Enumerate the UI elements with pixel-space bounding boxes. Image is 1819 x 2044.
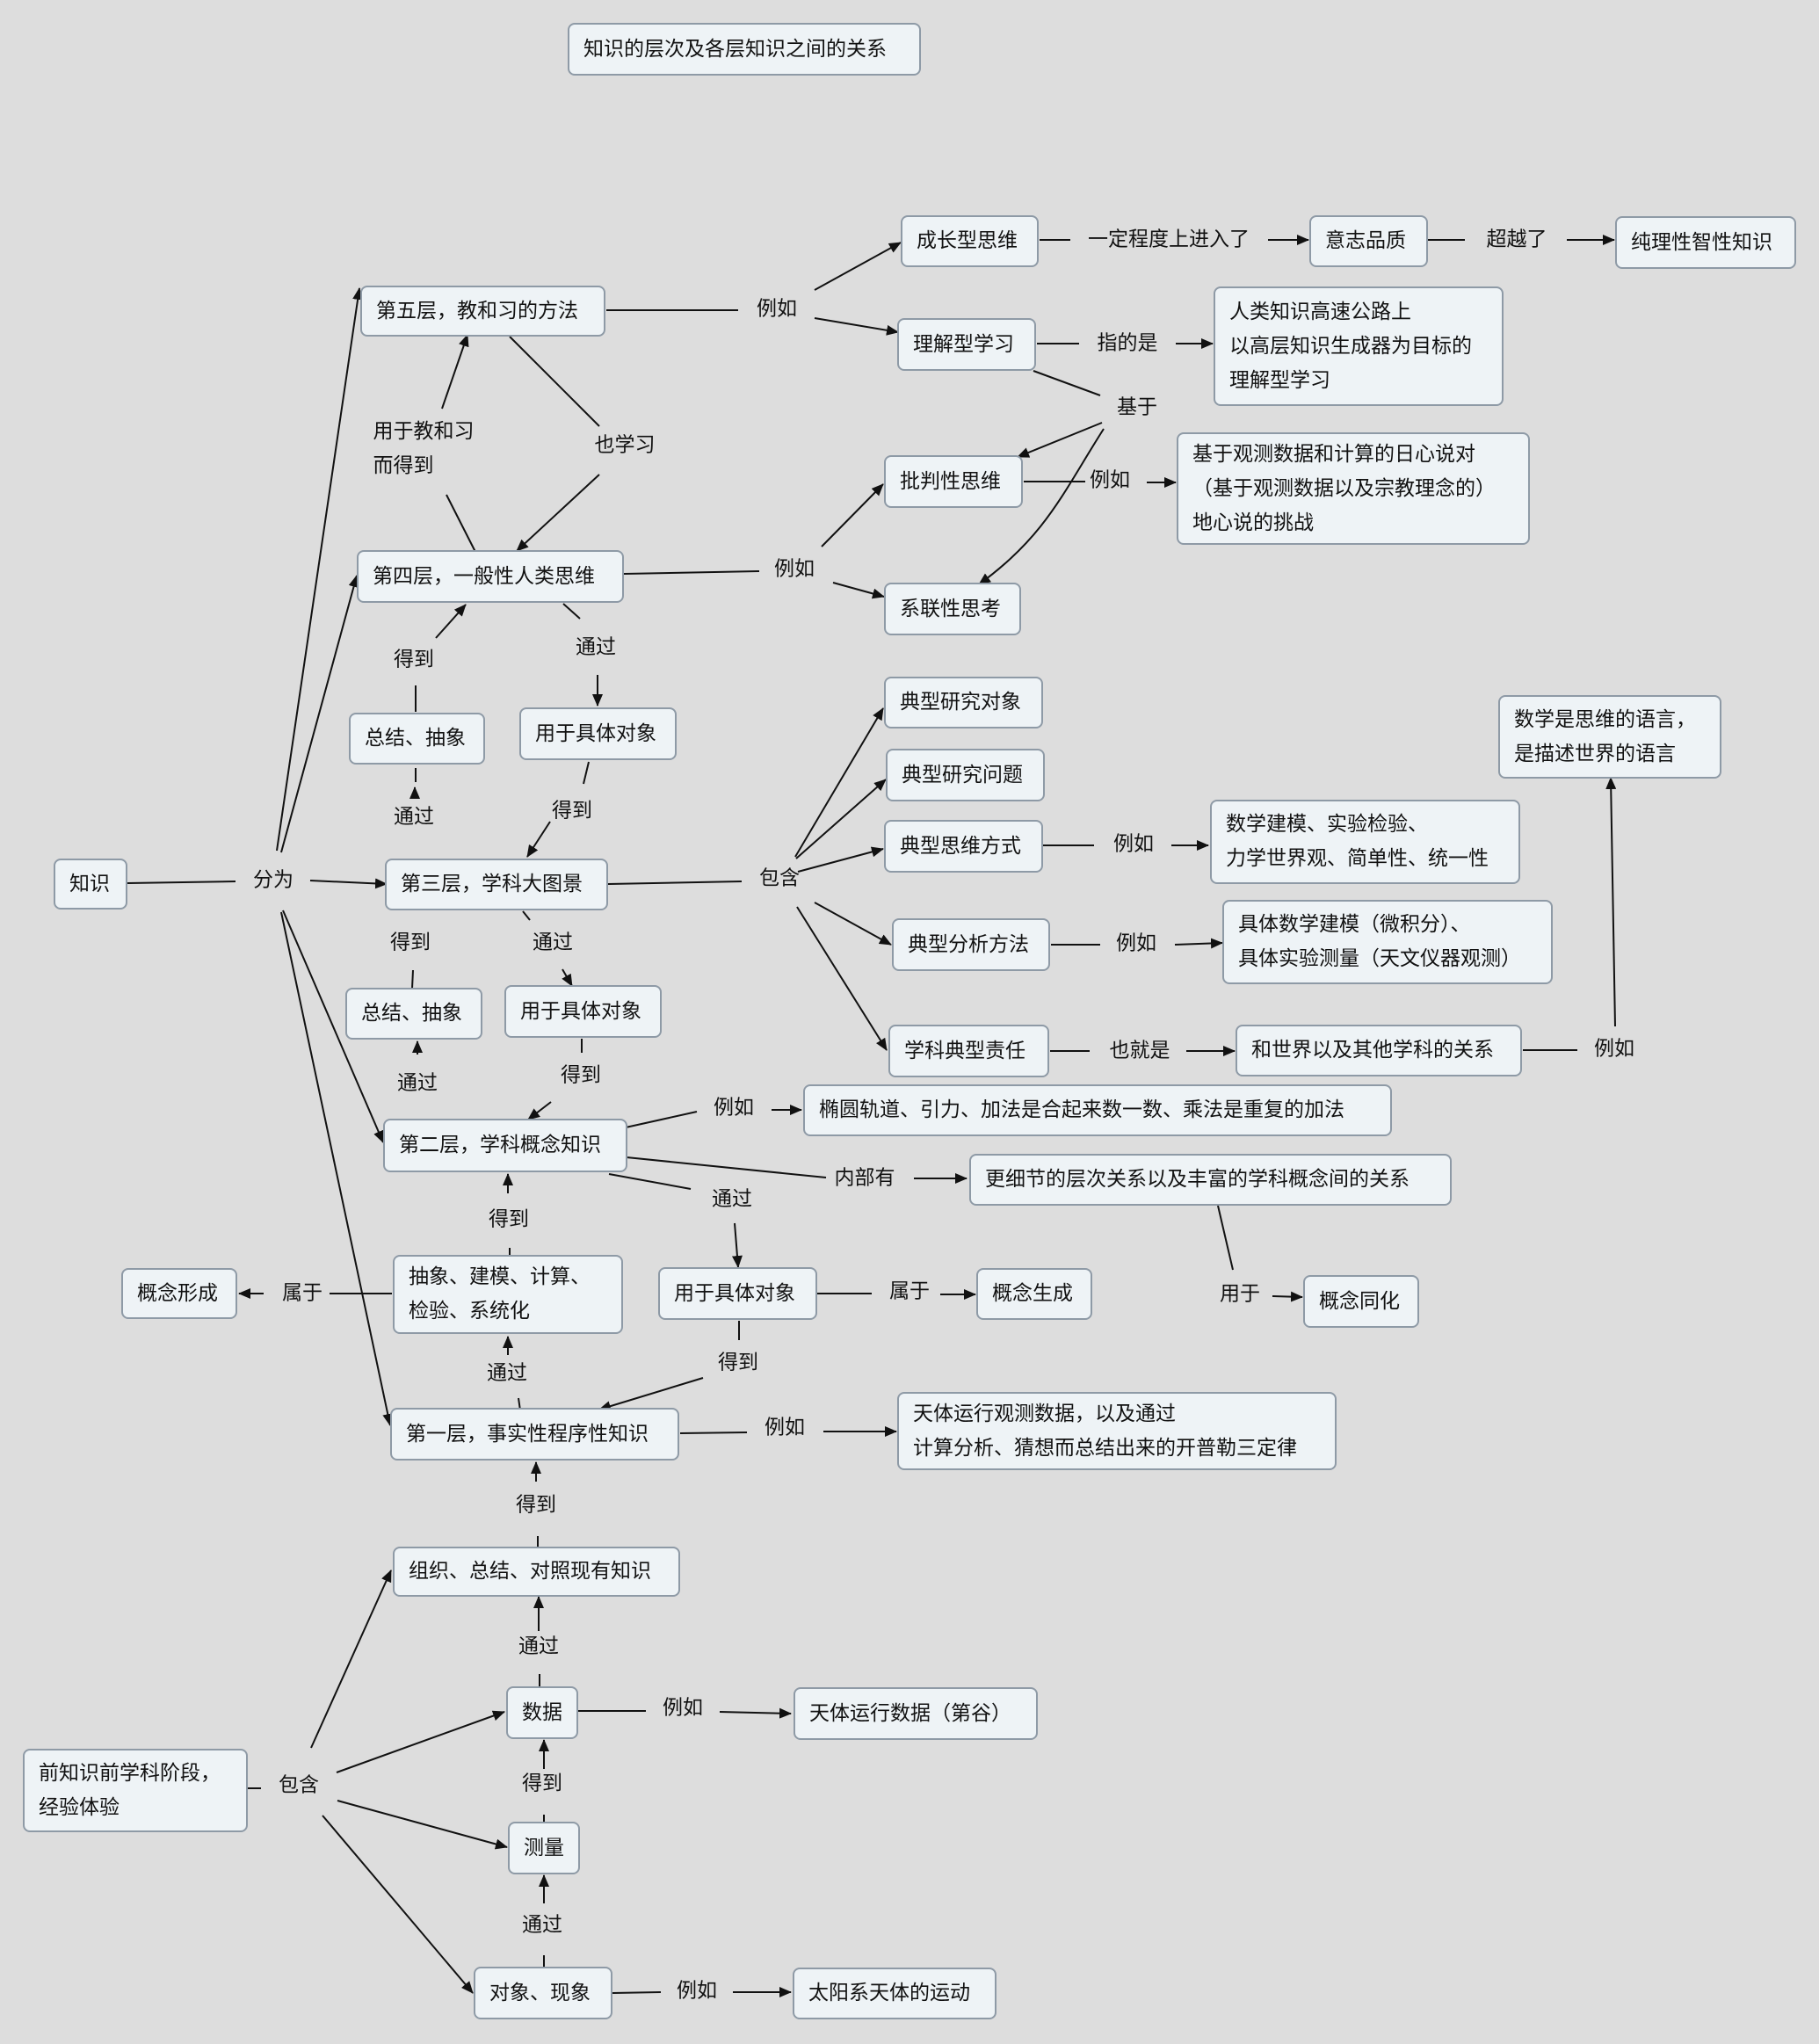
node-systemic-thinking: 系联性思考 <box>884 583 1021 635</box>
node-summary-abstract-3: 总结、抽象 <box>345 988 482 1040</box>
label-l4-example: 例如 <box>774 557 815 581</box>
label-object-example: 例如 <box>677 1979 717 2003</box>
label-get-apply-3: 得到 <box>561 1063 601 1087</box>
label-include-3: 包含 <box>759 866 800 890</box>
label-via-organize: 通过 <box>518 1634 559 1658</box>
node-growth-mindset: 成长型思维 <box>901 215 1039 267</box>
label-via-3: 通过 <box>533 931 573 954</box>
node-apply-2: 用于具体对象 <box>658 1267 817 1320</box>
node-analysis-example: 具体数学建模（微积分）、 具体实验测量（天文仪器观测） <box>1222 900 1553 984</box>
label-belong-generation: 属于 <box>889 1279 930 1303</box>
label-that-is: 也就是 <box>1109 1039 1170 1062</box>
node-world-relation: 和世界以及其他学科的关系 <box>1236 1025 1522 1076</box>
node-layer-3: 第三层，学科大图景 <box>385 859 608 910</box>
label-inner: 内部有 <box>834 1166 895 1190</box>
label-l5-example: 例如 <box>757 297 797 321</box>
node-typical-thinking: 典型思维方式 <box>884 820 1043 873</box>
node-tycho-data: 天体运行数据（第谷） <box>794 1687 1038 1740</box>
label-analysis-example: 例如 <box>1116 931 1156 955</box>
node-typical-object: 典型研究对象 <box>884 677 1043 728</box>
node-layer-5: 第五层，教和习的方法 <box>360 286 605 337</box>
diagram-title: 知识的层次及各层知识之间的关系 <box>568 23 921 76</box>
label-get-apply-4: 得到 <box>552 799 592 823</box>
label-via-abstract: 通过 <box>487 1361 527 1385</box>
node-layer-1: 第一层，事实性程序性知识 <box>390 1408 679 1461</box>
label-enter-will: 一定程度上进入了 <box>1088 228 1250 251</box>
label-based-on: 基于 <box>1117 395 1157 419</box>
label-belong-formation: 属于 <box>282 1281 322 1305</box>
node-heliocentric: 基于观测数据和计算的日心说对 （基于观测数据以及宗教理念的） 地心说的挑战 <box>1177 432 1530 545</box>
node-organize: 组织、总结、对照现有知识 <box>393 1547 680 1597</box>
node-ellipse-example: 椭圆轨道、引力、加法是合起来数一数、乘法是重复的加法 <box>803 1084 1392 1136</box>
label-get-1: 得到 <box>516 1493 556 1517</box>
label-l2-example: 例如 <box>714 1096 754 1120</box>
node-layer-2: 第二层，学科概念知识 <box>383 1119 627 1172</box>
node-typical-responsibility: 学科典型责任 <box>888 1025 1049 1077</box>
label-used-for-teaching: 用于教和习 而得到 <box>373 420 475 477</box>
node-critical-thinking: 批判性思维 <box>884 455 1023 508</box>
label-via-object: 通过 <box>522 1913 562 1937</box>
label-divide: 分为 <box>253 868 294 892</box>
node-detail-relations: 更细节的层次关系以及丰富的学科概念间的关系 <box>969 1154 1452 1206</box>
label-via-summary-3: 通过 <box>397 1071 438 1095</box>
node-concept-generation: 概念生成 <box>976 1268 1092 1320</box>
label-via-2: 通过 <box>712 1187 752 1211</box>
label-critical-example: 例如 <box>1090 468 1130 492</box>
node-typical-problem: 典型研究问题 <box>886 749 1045 801</box>
node-summary-abstract-4: 总结、抽象 <box>349 713 485 765</box>
node-pre-knowledge: 前知识前学科阶段， 经验体验 <box>23 1749 248 1832</box>
label-beyond: 超越了 <box>1486 228 1547 251</box>
label-means: 指的是 <box>1097 331 1158 355</box>
label-include-pre: 包含 <box>279 1773 319 1797</box>
node-thinking-example: 数学建模、实验检验、 力学世界观、简单性、统一性 <box>1210 800 1520 884</box>
node-solar-motion: 太阳系天体的运动 <box>793 1968 996 2019</box>
node-will-quality: 意志品质 <box>1309 215 1428 267</box>
label-get-4: 得到 <box>394 648 434 671</box>
node-pure-knowledge: 纯理性智性知识 <box>1615 216 1796 269</box>
node-typical-analysis: 典型分析方法 <box>892 918 1050 971</box>
label-data-example: 例如 <box>663 1696 703 1720</box>
node-concept-assimilation: 概念同化 <box>1303 1275 1419 1328</box>
node-abstract-model: 抽象、建模、计算、 检验、系统化 <box>393 1255 623 1334</box>
label-relation-example: 例如 <box>1594 1037 1634 1061</box>
node-measure: 测量 <box>508 1822 580 1874</box>
label-get-apply-2: 得到 <box>718 1351 758 1374</box>
node-concept-formation: 概念形成 <box>121 1268 237 1319</box>
node-layer-4: 第四层，一般性人类思维 <box>357 550 624 603</box>
node-data: 数据 <box>506 1686 578 1739</box>
label-thinking-example: 例如 <box>1113 832 1154 856</box>
node-knowledge: 知识 <box>54 859 127 910</box>
label-get-3: 得到 <box>390 931 431 954</box>
label-via-summary-4: 通过 <box>394 805 434 829</box>
label-get-2: 得到 <box>489 1207 529 1231</box>
node-object-phenomenon: 对象、现象 <box>474 1967 612 2019</box>
node-apply-4: 用于具体对象 <box>519 707 677 760</box>
label-l1-example: 例如 <box>765 1416 805 1439</box>
node-understanding-learning: 理解型学习 <box>897 318 1036 371</box>
label-used-for: 用于 <box>1220 1282 1260 1306</box>
node-kepler-laws: 天体运行观测数据，以及通过 计算分析、猜想而总结出来的开普勒三定律 <box>897 1392 1337 1470</box>
node-knowledge-highway: 人类知识高速公路上 以高层知识生成器为目标的 理解型学习 <box>1214 286 1504 406</box>
label-get-data: 得到 <box>522 1772 562 1795</box>
node-math-language: 数学是思维的语言， 是描述世界的语言 <box>1498 695 1721 779</box>
label-via-4: 通过 <box>576 635 616 659</box>
node-apply-3: 用于具体对象 <box>504 985 662 1038</box>
label-also-learn: 也学习 <box>594 433 656 457</box>
